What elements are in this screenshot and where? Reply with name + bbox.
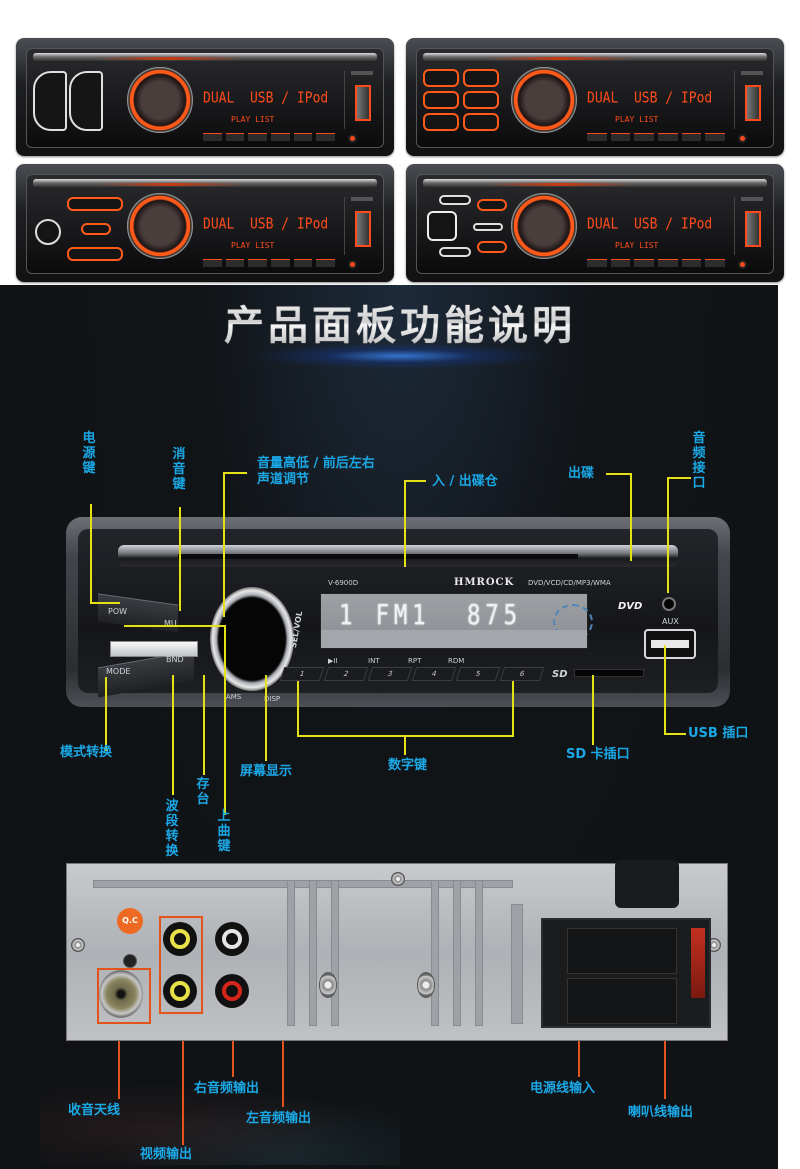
callout-speaker-output: 喇叭线输出 bbox=[628, 1105, 694, 1120]
aux-jack-icon bbox=[348, 134, 357, 143]
aux-jack-icon bbox=[348, 260, 357, 269]
preset-key-1: 1 bbox=[279, 667, 325, 681]
model-number: V-6900D bbox=[328, 579, 359, 587]
disp-label: DISP bbox=[264, 695, 281, 703]
brand-logo: HMROCK bbox=[454, 577, 515, 588]
lcd-sub-text: PLAY LIST bbox=[231, 241, 275, 250]
title-glow bbox=[250, 343, 550, 369]
aux-jack bbox=[662, 597, 676, 611]
fuse bbox=[691, 928, 705, 998]
preset-key-3: 3 bbox=[367, 667, 413, 681]
prev-track-button bbox=[110, 641, 198, 657]
mode-label: MODE bbox=[106, 667, 131, 676]
right-white-margin bbox=[778, 285, 800, 1169]
usb-port-icon bbox=[355, 211, 371, 247]
callout-antenna: 收音天线 bbox=[68, 1103, 121, 1118]
screw-icon bbox=[319, 972, 337, 998]
preset-key-6: 6 bbox=[499, 667, 545, 681]
usb-port-icon bbox=[745, 85, 761, 121]
callout-aux-jack: 音频接口 bbox=[692, 431, 706, 491]
callout-eject: 出碟 bbox=[568, 466, 595, 481]
bnd-label: BND bbox=[166, 655, 184, 664]
variant-thumbnail-2[interactable]: DUAL USB / IPod PLAY LIST bbox=[406, 38, 784, 156]
lcd-text: 1 FM1 875 bbox=[339, 598, 522, 631]
lcd-main-text: DUAL USB / IPod bbox=[587, 89, 713, 108]
rpt-label: RPT bbox=[408, 657, 422, 665]
lcd-main-text: DUAL USB / IPod bbox=[203, 89, 329, 108]
left-audio-jack bbox=[215, 922, 249, 956]
variant-thumbnail-4[interactable]: DUAL USB / IPod PLAY LIST bbox=[406, 164, 784, 282]
lcd-main-text: DUAL USB / IPod bbox=[203, 215, 329, 234]
callout-mute-key: 消音键 bbox=[172, 447, 186, 492]
preset-key-4: 4 bbox=[411, 667, 457, 681]
callout-prev-track: 上曲键 bbox=[217, 809, 231, 854]
panel-function-section: 产品面板功能说明 POW MU MODE BND AMS DISP SEL/VO… bbox=[0, 285, 800, 1169]
mu-label: MU bbox=[164, 619, 177, 628]
section-title: 产品面板功能说明 bbox=[0, 293, 800, 351]
preset-keys: 1 2 3 4 5 6 bbox=[279, 667, 545, 681]
iso-wiring-connector bbox=[541, 918, 711, 1028]
dvd-logo: DVD bbox=[618, 601, 643, 612]
callout-right-audio: 右音频输出 bbox=[194, 1081, 260, 1096]
disc-slot bbox=[118, 545, 678, 567]
usb-port bbox=[644, 629, 696, 659]
sd-logo: SD bbox=[552, 669, 568, 680]
lcd-sub-text: PLAY LIST bbox=[231, 115, 275, 124]
callout-volume: 音量高低 / 前后左右声道调节 bbox=[257, 456, 375, 487]
variant-thumbnail-1[interactable]: DUAL USB / IPod PLAY LIST bbox=[16, 38, 394, 156]
qc-passed-badge: Q.C bbox=[117, 908, 143, 934]
video-out-jack bbox=[163, 922, 197, 956]
preset-key-2: 2 bbox=[323, 667, 369, 681]
lcd-sub-text: PLAY LIST bbox=[615, 241, 659, 250]
lcd-display: 1 FM1 875 bbox=[320, 593, 593, 649]
callout-left-audio: 左音频输出 bbox=[246, 1111, 312, 1126]
screw-icon bbox=[391, 872, 405, 886]
callout-usb-port: USB 插口 bbox=[688, 726, 749, 741]
rear-panel-image: Q.C bbox=[66, 860, 728, 1041]
volume-knob bbox=[511, 67, 577, 133]
volume-knob bbox=[127, 193, 193, 259]
callout-sd-slot: SD 卡插口 bbox=[566, 747, 630, 762]
ams-label: AMS bbox=[226, 693, 242, 701]
usb-port-icon bbox=[745, 211, 761, 247]
product-variant-gallery: DUAL USB / IPod PLAY LIST DUAL USB / IPo… bbox=[0, 0, 800, 285]
callout-mode-switch: 模式转换 bbox=[60, 745, 113, 760]
left-button-cluster bbox=[69, 71, 103, 131]
volume-knob bbox=[511, 193, 577, 259]
left-button-cluster bbox=[33, 71, 67, 131]
callout-display: 屏幕显示 bbox=[240, 764, 293, 779]
front-panel-image: POW MU MODE BND AMS DISP SEL/VOL V-6900D… bbox=[66, 517, 730, 707]
mic-jack bbox=[123, 954, 137, 968]
callout-disc-slot: 入 / 出碟仓 bbox=[432, 474, 498, 489]
sd-card-slot bbox=[574, 669, 644, 677]
usb-port-icon bbox=[355, 85, 371, 121]
rdm-label: RDM bbox=[448, 657, 465, 665]
aux-jack-icon bbox=[738, 134, 747, 143]
screw-icon bbox=[417, 972, 435, 998]
aux-jack-icon bbox=[738, 260, 747, 269]
screw-icon bbox=[71, 938, 85, 952]
volume-knob bbox=[127, 67, 193, 133]
antenna-socket bbox=[99, 970, 143, 1018]
lcd-main-text: DUAL USB / IPod bbox=[587, 215, 713, 234]
callout-power-input: 电源线输入 bbox=[530, 1081, 596, 1096]
pow-label: POW bbox=[108, 607, 128, 616]
play-pause-label: ▶II bbox=[328, 657, 338, 665]
callout-store: 存台 bbox=[196, 777, 210, 807]
preset-key-5: 5 bbox=[455, 667, 501, 681]
variant-thumbnail-3[interactable]: DUAL USB / IPod PLAY LIST bbox=[16, 164, 394, 282]
video-out-jack bbox=[163, 974, 197, 1008]
format-list: DVD/VCD/CD/MP3/WMA bbox=[528, 579, 611, 587]
callout-number-keys: 数字键 bbox=[388, 758, 428, 773]
int-label: INT bbox=[368, 657, 380, 665]
callout-power-key: 电源键 bbox=[82, 431, 96, 476]
callout-band-switch: 波段转换 bbox=[165, 799, 179, 859]
callout-video-out: 视频输出 bbox=[140, 1147, 193, 1162]
fan-cover bbox=[615, 860, 679, 908]
lcd-sub-text: PLAY LIST bbox=[615, 115, 659, 124]
aux-label: AUX bbox=[662, 617, 679, 626]
right-audio-jack bbox=[215, 974, 249, 1008]
sel-vol-label: SEL/VOL bbox=[288, 610, 305, 649]
